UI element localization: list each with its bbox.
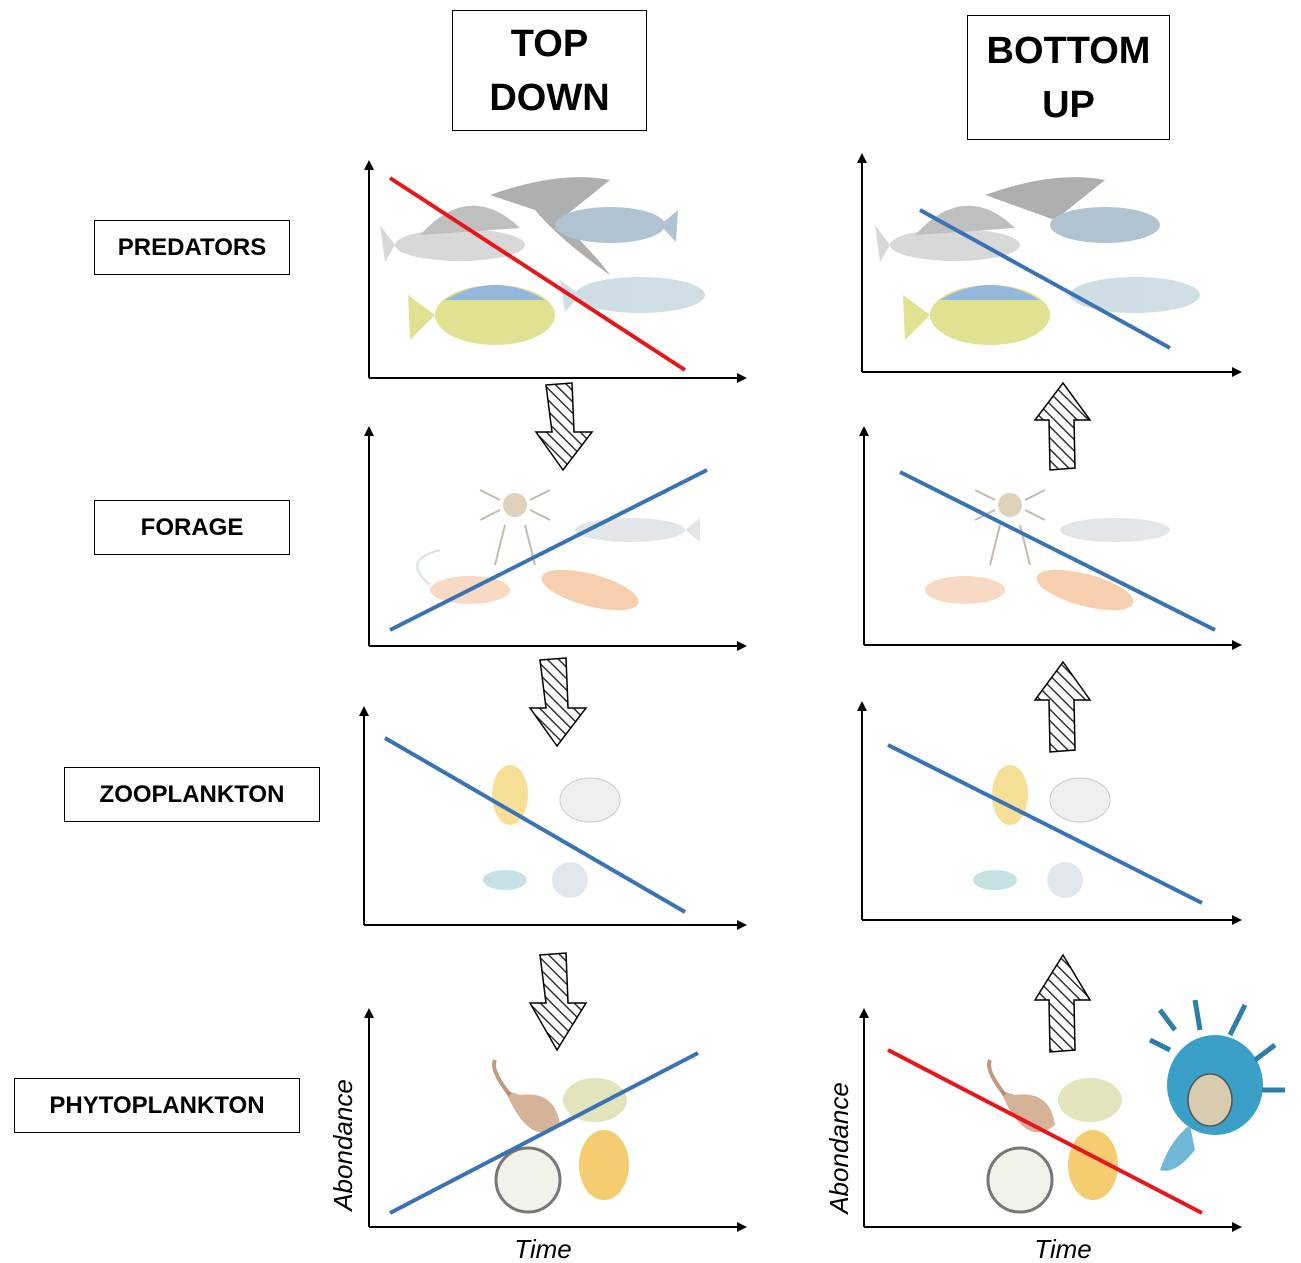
- hatched-arrow-down-icon: [534, 382, 594, 472]
- trend-line: [389, 468, 708, 632]
- forage-illustrations: [416, 489, 700, 611]
- bottom-up-title-line1: BOTTOM: [986, 29, 1151, 72]
- hatched-arrow-down-icon: [528, 657, 588, 748]
- x-axis-label: Time: [1034, 1234, 1092, 1263]
- phytoplankton-illustrations: [492, 1059, 629, 1214]
- trend-line: [919, 208, 1171, 350]
- bottom-up-title-line2: UP: [1042, 83, 1095, 126]
- bottom-up-phytoplankton-graph: Abondance Time: [824, 999, 1285, 1263]
- hatched-arrow-up-icon: [1033, 953, 1092, 1053]
- zooplankton-illustrations: [973, 765, 1111, 898]
- bottom-up-title: BOTTOM UP: [967, 15, 1170, 140]
- trend-line: [389, 1051, 699, 1215]
- top-down-predators-graph: [364, 160, 747, 383]
- forage-illustrations: [925, 489, 1170, 611]
- trend-line: [383, 736, 687, 914]
- top-down-phytoplankton-graph: Abondance Time: [328, 1008, 747, 1263]
- zooplankton-illustrations: [483, 765, 621, 898]
- row-label-forage: FORAGE: [94, 500, 290, 555]
- y-axis-label: Abondance: [824, 1082, 854, 1216]
- row-label-phytoplankton: PHYTOPLANKTON: [14, 1078, 300, 1133]
- bottom-up-predators-graph: [857, 153, 1242, 377]
- trend-line: [887, 1048, 1203, 1215]
- top-down-title-line1: TOP: [510, 22, 589, 65]
- bottom-up-forage-graph: [859, 426, 1242, 650]
- wind-god-illustration: [1148, 999, 1285, 1171]
- phytoplankton-illustrations: [986, 1059, 1122, 1214]
- top-down-forage-graph: [364, 426, 747, 651]
- hatched-arrow-up-icon: [1033, 381, 1092, 471]
- top-down-arrows: [528, 382, 594, 1052]
- top-down-zooplankton-graph: [359, 706, 747, 930]
- fish-illustrations: [380, 177, 705, 345]
- x-axis-label: Time: [514, 1234, 572, 1263]
- trend-line: [887, 743, 1203, 905]
- trend-line: [899, 470, 1216, 632]
- bottom-up-zooplankton-graph: [857, 701, 1242, 925]
- fish-illustrations: [875, 177, 1200, 345]
- row-label-predators: PREDATORS: [94, 220, 290, 275]
- top-down-title: TOP DOWN: [452, 10, 647, 131]
- y-axis-label: Abondance: [328, 1079, 358, 1213]
- bottom-up-arrows: [1033, 381, 1092, 1053]
- top-down-title-line2: DOWN: [489, 76, 610, 119]
- hatched-arrow-down-icon: [528, 952, 588, 1052]
- hatched-arrow-up-icon: [1033, 660, 1092, 753]
- trend-line: [388, 176, 687, 372]
- row-label-zooplankton: ZOOPLANKTON: [64, 767, 320, 822]
